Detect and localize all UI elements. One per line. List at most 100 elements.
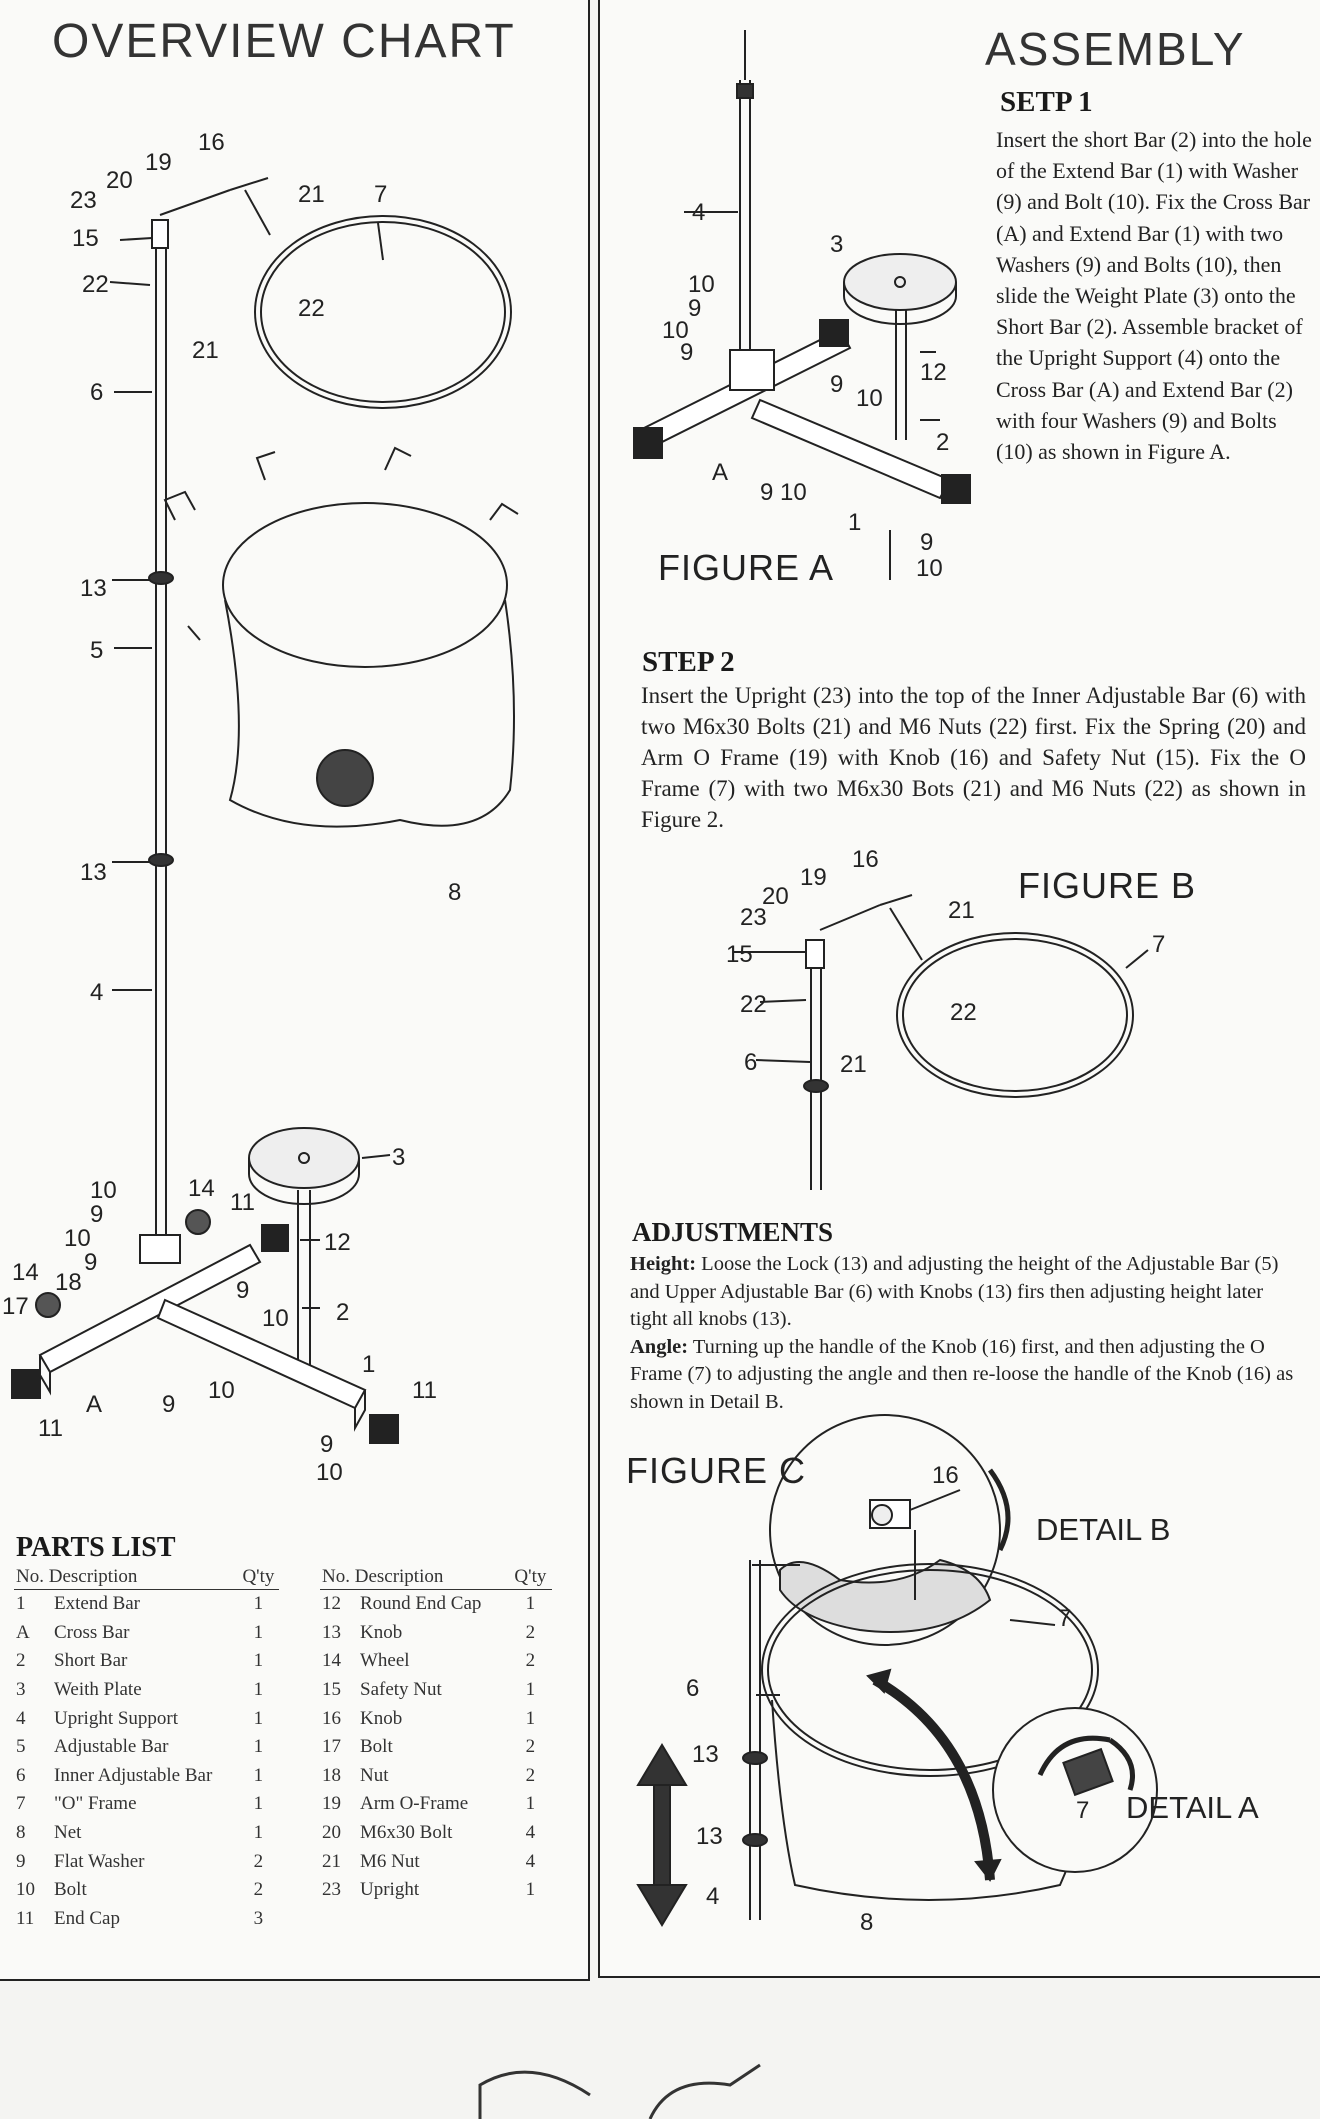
part-description: Round End Cap <box>360 1593 482 1615</box>
label-22b: 22 <box>298 295 325 322</box>
label-13a: 13 <box>80 575 107 602</box>
part-description: Arm O-Frame <box>360 1793 469 1815</box>
part-description: Upright <box>360 1879 420 1901</box>
part-number: 6 <box>16 1764 26 1786</box>
figa-label-10a: 10 <box>688 271 715 298</box>
part-description: M6x30 Bolt <box>360 1822 453 1844</box>
figc-label-13a: 13 <box>692 1741 719 1768</box>
label-13b: 13 <box>80 859 107 886</box>
part-quantity: 1 <box>253 1650 264 1672</box>
part-description: Cross Bar <box>54 1621 130 1643</box>
figc-label-13b: 13 <box>696 1823 723 1850</box>
part-quantity: 4 <box>525 1850 536 1872</box>
adjustments-text: Height: Loose the Lock (13) and adjustin… <box>630 1251 1305 1416</box>
part-description: End Cap <box>54 1907 120 1929</box>
label-3: 3 <box>392 1144 405 1171</box>
label-18: 18 <box>55 1269 82 1296</box>
label-4: 4 <box>90 979 103 1006</box>
part-description: Short Bar <box>54 1650 128 1672</box>
part-number: 2 <box>16 1650 26 1672</box>
part-number: 23 <box>322 1879 341 1901</box>
part-number: 10 <box>16 1879 35 1901</box>
label-7: 7 <box>374 181 387 208</box>
height-text: Loose the Lock (13) and adjusting the he… <box>630 1253 1279 1330</box>
figa-label-2: 2 <box>936 429 949 456</box>
part-description: Bolt <box>360 1736 393 1758</box>
part-number: 9 <box>16 1850 26 1872</box>
part-number: 12 <box>322 1593 341 1615</box>
part-quantity: 1 <box>525 1707 536 1729</box>
part-number: 14 <box>322 1650 341 1672</box>
figc-label-6: 6 <box>686 1675 699 1702</box>
label-14a: 14 <box>188 1175 215 1202</box>
part-number: 3 <box>16 1679 26 1701</box>
figure-a-label: FIGURE A <box>658 547 834 588</box>
part-number: 11 <box>16 1907 35 1929</box>
header-qty: Q'ty <box>237 1566 279 1590</box>
figb-label-23: 23 <box>740 904 767 931</box>
figb-label-16: 16 <box>852 846 879 873</box>
label-11b: 11 <box>412 1377 437 1404</box>
figure-a-diagram: 4 3 10 9 10 9 12 9 10 2 A 9 10 1 9 10 FI… <box>633 30 971 588</box>
part-quantity: 1 <box>525 1793 536 1815</box>
part-quantity: 1 <box>253 1679 264 1701</box>
part-number: 13 <box>322 1621 341 1643</box>
part-number: 7 <box>16 1793 26 1815</box>
label-11c: 11 <box>38 1415 63 1442</box>
figa-label-10d: 10 <box>916 555 943 582</box>
part-number: 5 <box>16 1736 26 1758</box>
part-quantity: 1 <box>525 1879 536 1901</box>
part-description: Safety Nut <box>360 1679 442 1701</box>
detail-a-label: DETAIL A <box>1126 1790 1259 1825</box>
detail-b-label: DETAIL B <box>1036 1512 1170 1547</box>
figa-label-12: 12 <box>920 359 947 386</box>
part-description: "O" Frame <box>54 1793 137 1815</box>
label-9c: 9 <box>236 1277 249 1304</box>
figb-label-7: 7 <box>1152 931 1165 958</box>
figc-label-8: 8 <box>860 1909 873 1936</box>
part-quantity: 2 <box>525 1764 536 1786</box>
height-paragraph: Height: Loose the Lock (13) and adjustin… <box>630 1251 1305 1334</box>
assembly-panel <box>598 0 1320 1978</box>
part-description: Weith Plate <box>54 1679 142 1701</box>
figa-label-9b: 9 <box>680 339 693 366</box>
label-6: 6 <box>90 379 103 406</box>
part-quantity: 1 <box>253 1621 264 1643</box>
label-1: 1 <box>362 1351 375 1378</box>
label-17: 17 <box>2 1293 29 1320</box>
part-number: 8 <box>16 1822 26 1844</box>
label-10e: 10 <box>316 1459 343 1486</box>
label-A: A <box>86 1391 102 1418</box>
part-description: Net <box>54 1822 82 1844</box>
label-21a: 21 <box>298 181 325 208</box>
figb-label-19: 19 <box>800 864 827 891</box>
figa-label-9d: 9 <box>920 529 933 556</box>
label-15: 15 <box>72 225 99 252</box>
label-20: 20 <box>106 167 133 194</box>
part-number: A <box>16 1621 30 1643</box>
label-22a: 22 <box>82 271 109 298</box>
part-quantity: 1 <box>525 1679 536 1701</box>
figb-label-6: 6 <box>744 1049 757 1076</box>
part-number: 16 <box>322 1707 341 1729</box>
figb-label-21a: 21 <box>948 897 975 924</box>
part-number: 18 <box>322 1764 341 1786</box>
step2-heading: STEP 2 <box>642 646 735 678</box>
overview-panel <box>0 0 590 1981</box>
part-number: 15 <box>322 1679 341 1701</box>
part-description: Extend Bar <box>54 1593 141 1615</box>
height-label: Height: <box>630 1253 697 1275</box>
part-description: Bolt <box>54 1879 87 1901</box>
part-quantity: 3 <box>253 1907 264 1929</box>
